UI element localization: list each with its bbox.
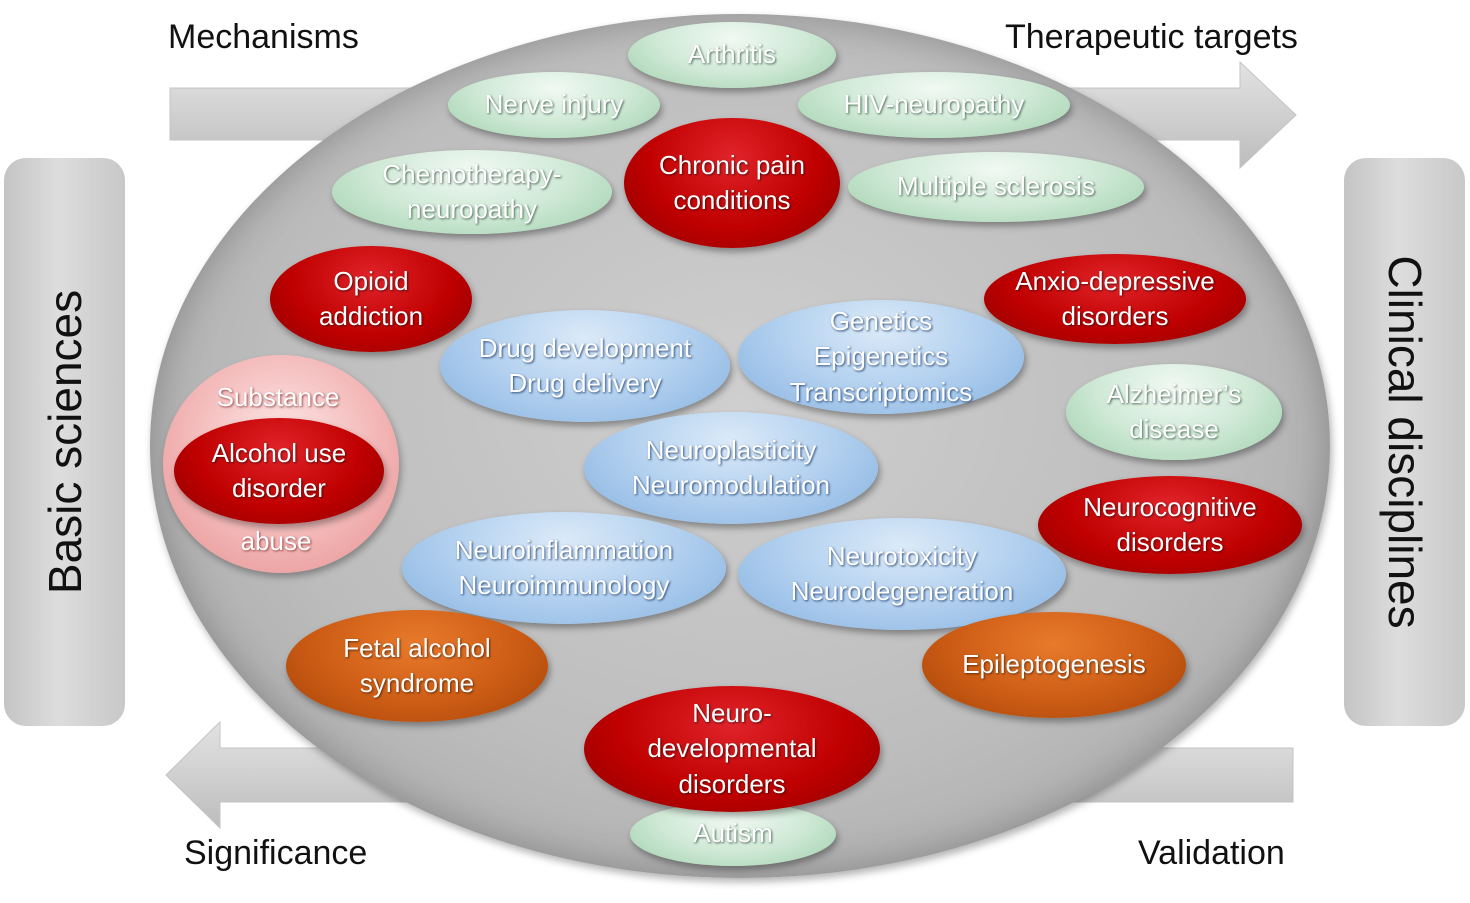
neurotoxicity-oval: Neurotoxicity Neurodegeneration xyxy=(738,518,1066,630)
abuse-label: abuse xyxy=(240,526,312,556)
alcohol-use-oval: Alcohol use disorder xyxy=(174,418,384,524)
validation-label: Validation xyxy=(1138,834,1285,872)
neuroplasticity-oval: Neuroplasticity Neuromodulation xyxy=(584,412,878,524)
therapeutic-targets-label: Therapeutic targets xyxy=(1005,18,1298,56)
epileptogenesis-oval: Epileptogenesis xyxy=(922,612,1186,718)
fetal-alcohol-oval: Fetal alcohol syndrome xyxy=(286,610,548,722)
significance-label: Significance xyxy=(184,834,368,872)
drug-development-oval: Drug development Drug delivery xyxy=(440,310,730,422)
opioid-addiction-oval: Opioid addiction xyxy=(270,246,472,352)
substance-label: Substance xyxy=(216,382,340,412)
autism-oval: Autism xyxy=(630,802,836,866)
clinical-disciplines-bar: Clinical disciplines xyxy=(1344,158,1465,726)
neurodevelopmental-oval: Neuro- developmental disorders xyxy=(584,686,880,812)
neurocognitive-oval: Neurocognitive disorders xyxy=(1038,476,1302,574)
chronic-pain-oval: Chronic pain conditions xyxy=(624,118,840,248)
genetics-oval: Genetics Epigenetics Transcriptomics xyxy=(738,300,1024,414)
clinical-disciplines-label: Clinical disciplines xyxy=(1378,255,1431,629)
basic-sciences-label: Basic sciences xyxy=(38,289,91,595)
hiv-neuropathy-oval: HIV-neuropathy xyxy=(798,72,1070,138)
mechanisms-label: Mechanisms xyxy=(168,18,359,56)
multiple-sclerosis-oval: Multiple sclerosis xyxy=(848,152,1144,222)
chemotherapy-neuropathy-oval: Chemotherapy- neuropathy xyxy=(332,150,612,234)
alzheimers-oval: Alzheimer’s disease xyxy=(1066,364,1282,460)
nerve-injury-oval: Nerve injury xyxy=(448,72,660,138)
neuroinflammation-oval: Neuroinflammation Neuroimmunology xyxy=(402,512,726,624)
basic-sciences-bar: Basic sciences xyxy=(4,158,125,726)
arthritis-oval: Arthritis xyxy=(628,22,836,88)
anxio-depressive-oval: Anxio-depressive disorders xyxy=(984,254,1246,344)
